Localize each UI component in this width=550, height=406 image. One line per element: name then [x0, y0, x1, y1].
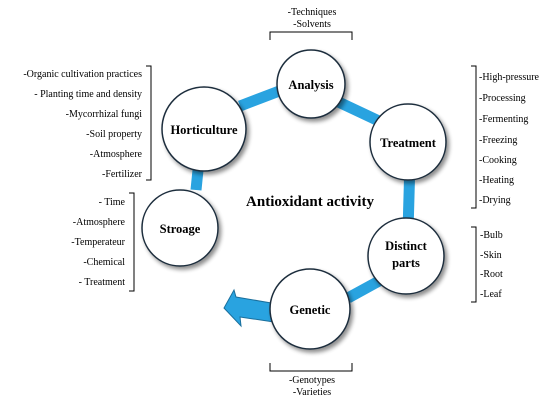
storage-item: -Chemical — [83, 257, 125, 268]
node-horticulture-label: Horticulture — [170, 123, 238, 137]
list-storage: - Time -Atmosphere -Temperateur -Chemica… — [71, 197, 125, 288]
node-storage: Stroage — [141, 189, 219, 267]
node-analysis-label: Analysis — [288, 78, 333, 92]
list-horticulture: -Organic cultivation practices - Plantin… — [23, 69, 142, 180]
storage-item: -Temperateur — [71, 237, 125, 248]
list-treatment: -High-pressure -Processing -Fermenting -… — [479, 72, 540, 206]
horticulture-item: -Mycorrhizal fungi — [66, 109, 143, 120]
analysis-item: -Solvents — [293, 19, 331, 30]
bracket-horticulture — [146, 65, 152, 181]
node-treatment-circle — [369, 103, 447, 181]
horticulture-item: -Organic cultivation practices — [23, 69, 142, 80]
node-treatment: Treatment — [369, 103, 447, 181]
genetic-item: -Genotypes — [289, 375, 335, 386]
node-distinct-parts-label-line2: parts — [392, 256, 420, 270]
list-genetic: -Genotypes -Varieties — [289, 375, 335, 398]
bracket-storage — [129, 192, 135, 292]
node-genetic-circle — [269, 268, 351, 350]
node-horticulture-circle — [161, 86, 247, 172]
treatment-item: -Freezing — [479, 135, 517, 146]
distinct-parts-item: -Root — [480, 269, 503, 280]
treatment-item: -Heating — [479, 175, 514, 186]
ring-segment-horticulture-analysis — [238, 84, 284, 112]
node-genetic: Genetic — [269, 268, 351, 350]
node-distinct-parts-label-line1: Distinct — [385, 239, 428, 253]
storage-item: - Treatment — [79, 277, 126, 288]
list-distinct-parts: -Bulb -Skin -Root -Leaf — [480, 230, 503, 300]
genetic-item: -Varieties — [293, 387, 331, 398]
node-horticulture: Horticulture — [161, 86, 247, 172]
ring-segment-storage-horticulture — [190, 169, 204, 191]
bracket-genetic — [269, 363, 353, 372]
distinct-parts-item: -Bulb — [480, 230, 503, 241]
horticulture-item: -Fertilizer — [102, 169, 143, 180]
bracket-distinct — [471, 226, 477, 303]
horticulture-item: - Planting time and density — [34, 89, 142, 100]
treatment-item: -Fermenting — [479, 114, 528, 125]
node-analysis: Analysis — [276, 49, 346, 119]
storage-item: - Time — [99, 197, 126, 208]
distinct-parts-item: -Skin — [480, 250, 502, 261]
node-genetic-label: Genetic — [290, 303, 331, 317]
node-analysis-circle — [276, 49, 346, 119]
node-storage-label: Stroage — [160, 222, 201, 236]
treatment-item: -Cooking — [479, 155, 517, 166]
horticulture-item: -Atmosphere — [90, 149, 143, 160]
node-distinct-parts: Distinct parts — [367, 217, 445, 295]
horticulture-item: -Soil property — [86, 129, 142, 140]
storage-item: -Atmosphere — [73, 217, 126, 228]
distinct-parts-item: -Leaf — [480, 289, 502, 300]
node-storage-circle — [141, 189, 219, 267]
treatment-item: -Processing — [479, 93, 526, 104]
treatment-item: -High-pressure — [479, 72, 540, 83]
node-distinct-parts-circle — [367, 217, 445, 295]
bracket-treatment — [471, 65, 477, 209]
treatment-item: -Drying — [479, 195, 511, 206]
list-analysis: -Techniques -Solvents — [288, 7, 337, 30]
bracket-analysis — [269, 31, 353, 40]
center-label: Antioxidant activity — [246, 194, 374, 210]
analysis-item: -Techniques — [288, 7, 337, 18]
node-treatment-label: Treatment — [380, 136, 437, 150]
brackets — [129, 31, 477, 372]
